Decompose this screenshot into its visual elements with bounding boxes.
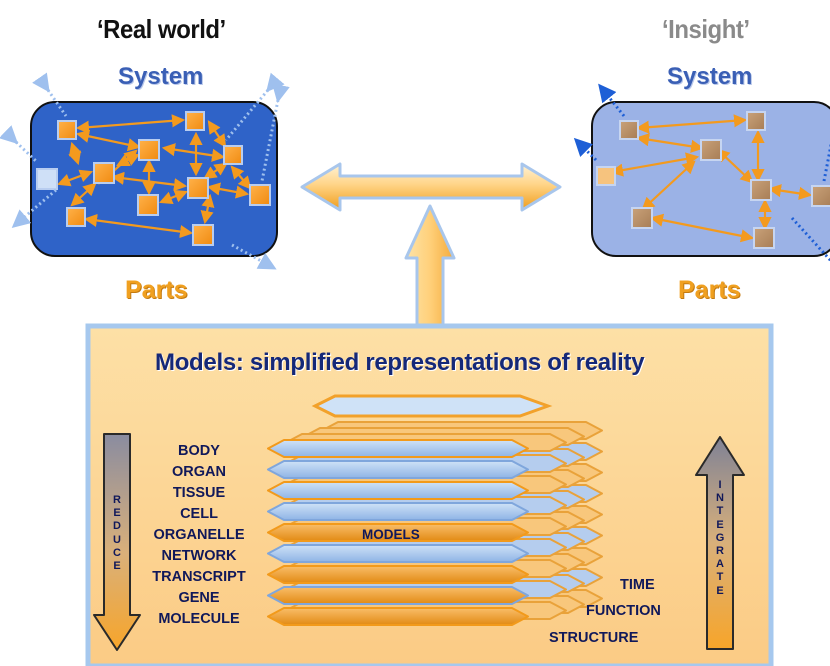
vertical-letter: E [716, 584, 724, 597]
vertical-letter: T [716, 505, 724, 518]
level-molecule: MOLECULE [158, 611, 240, 627]
dimension-time: TIME [620, 577, 655, 593]
vertical-letter: I [718, 479, 722, 491]
model-layer [267, 586, 529, 605]
upward-connector-arrow [404, 204, 456, 330]
insight-heading: ‘Insight’ [662, 14, 750, 44]
vertical-letter: E [113, 507, 121, 520]
real-world-heading: ‘Real world’ [97, 14, 226, 44]
level-network: NETWORK [161, 548, 237, 564]
vertical-letter: R [716, 545, 724, 558]
level-cell: CELL [180, 506, 218, 522]
model-layer [267, 565, 529, 584]
model-layer [267, 544, 529, 563]
insight-system-label: System [667, 63, 753, 90]
model-layer [267, 523, 529, 542]
vertical-letter: G [715, 531, 725, 544]
level-transcript: TRANSCRIPT [152, 569, 246, 585]
real-world-system-box [0, 72, 290, 270]
model-layer-stack [267, 394, 603, 626]
level-organelle: ORGANELLE [153, 527, 245, 543]
real-world-parts-label: Parts [125, 276, 188, 304]
compare-double-arrow [300, 162, 562, 212]
dimension-structure: STRUCTURE [549, 630, 639, 646]
real-world-system-label: System [118, 63, 204, 90]
vertical-letter: A [716, 558, 724, 571]
models-center-label: MODELS [362, 527, 420, 542]
vertical-letter: E [113, 560, 121, 573]
model-layer [267, 502, 529, 521]
model-layer [267, 460, 529, 479]
reduce-arrow [93, 433, 141, 651]
models-panel-title: Models: simplified representations of re… [155, 349, 645, 376]
vertical-letter: D [113, 520, 121, 533]
model-layer [267, 481, 529, 500]
level-tissue: TISSUE [172, 485, 226, 501]
vertical-letter: T [716, 571, 724, 584]
biological-levels-list: BODY ORGAN TISSUE CELL ORGANELLE NETWORK… [140, 441, 258, 630]
level-gene: GENE [178, 590, 220, 606]
insight-system-box [573, 83, 830, 263]
level-organ: ORGAN [172, 464, 226, 480]
dimension-function: FUNCTION [586, 603, 661, 619]
model-layer [267, 439, 529, 458]
vertical-letter: R [113, 494, 121, 506]
vertical-letter: E [716, 518, 724, 531]
insight-parts-label: Parts [678, 276, 741, 304]
vertical-letter: N [716, 492, 724, 505]
integrate-arrow [695, 436, 745, 650]
model-top-arrow [311, 394, 553, 418]
level-body: BODY [178, 443, 220, 459]
model-layer [267, 607, 529, 626]
vertical-letter: C [113, 546, 121, 559]
vertical-letter: U [113, 533, 121, 546]
